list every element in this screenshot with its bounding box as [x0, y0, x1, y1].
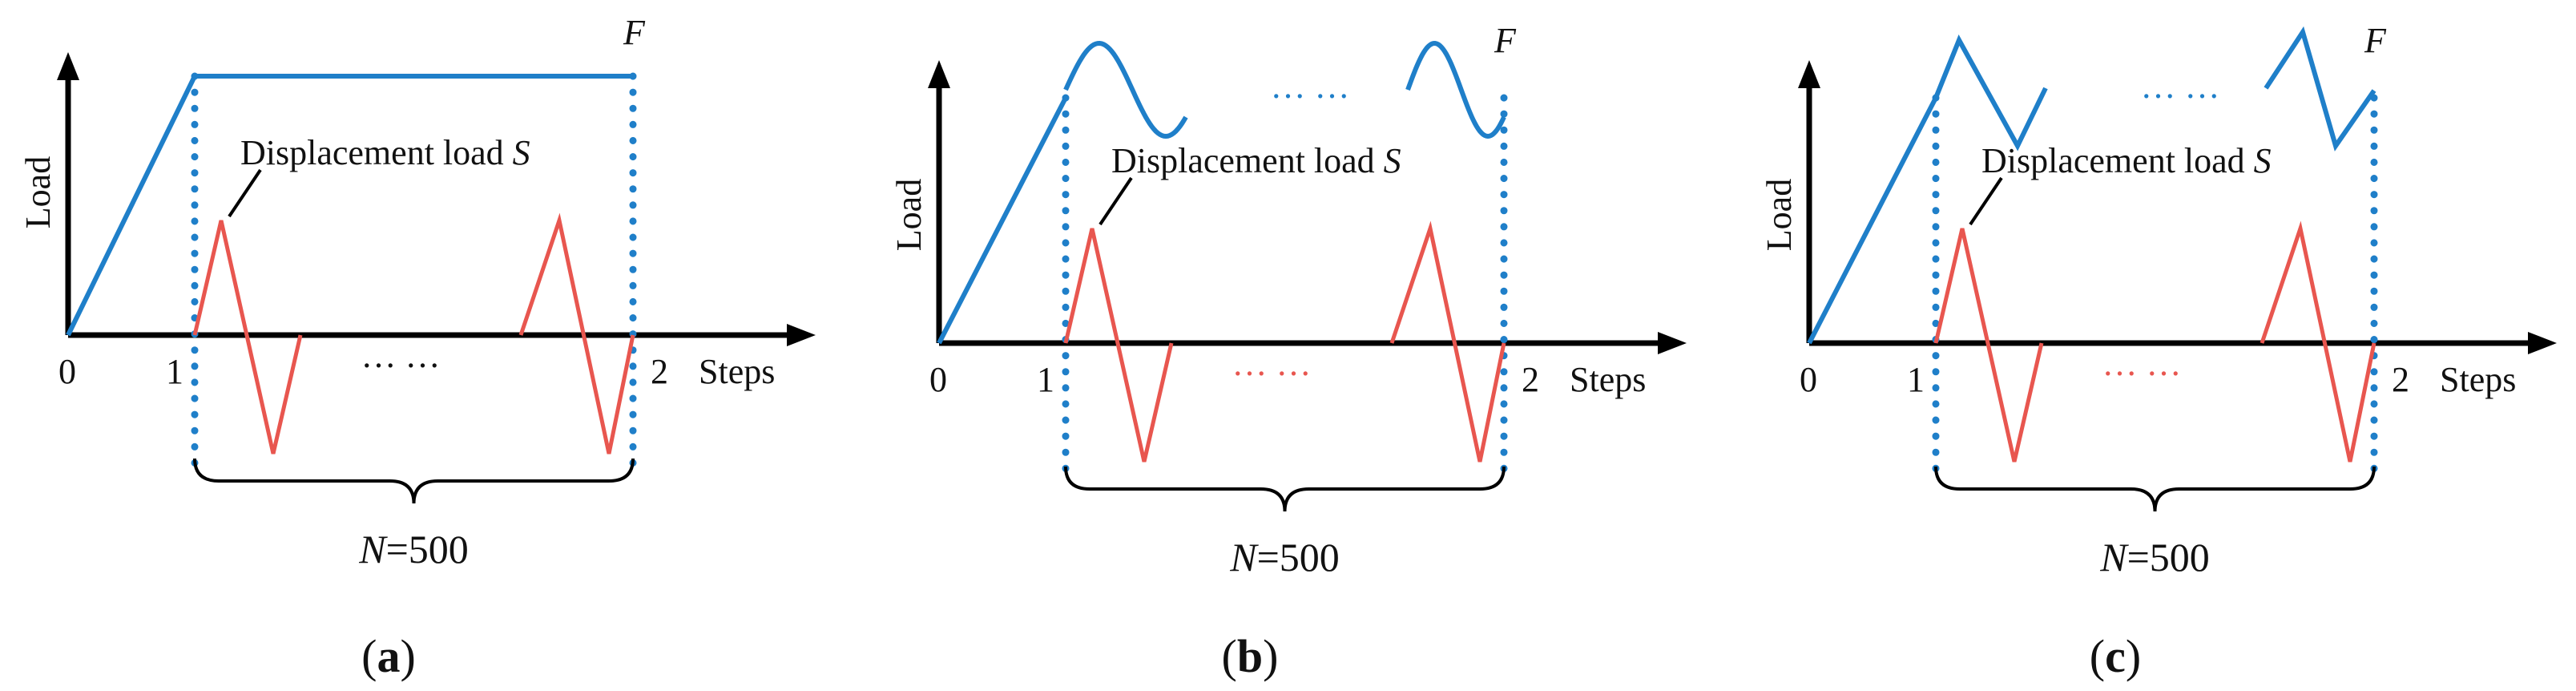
tick-label-0: 0	[929, 360, 947, 399]
tick-label-2: 2	[651, 352, 668, 391]
tick-label-1: 1	[166, 352, 183, 391]
displacement-label-text: Displacement load	[1111, 141, 1384, 180]
axes	[57, 52, 816, 346]
force-curve	[937, 41, 1506, 345]
caption-c: (c)	[2090, 630, 2141, 682]
displacement-leader-line	[228, 168, 262, 218]
force-curve	[1807, 26, 2376, 345]
displacement-label: Displacement load S	[1981, 141, 2272, 180]
cycle-brace	[1934, 466, 2376, 512]
y-axis-label: Load	[1760, 179, 1799, 251]
force-sine-start	[1063, 41, 1188, 139]
displacement-leader-line	[1099, 176, 1133, 226]
caption-paren-close: )	[2126, 630, 2141, 682]
caption-letter: b	[1237, 630, 1263, 682]
y-axis-label: Load	[18, 156, 58, 228]
cycle-count-value: =500	[386, 527, 469, 572]
caption-b: (b)	[1222, 630, 1279, 682]
cycle-brace	[193, 458, 635, 504]
force-sine-end	[1405, 41, 1506, 139]
cycle-count-symbol: N	[358, 527, 388, 572]
displacement-ellipsis: … …	[361, 336, 441, 375]
x-axis-label: Steps	[1570, 360, 1646, 399]
displacement-label: Displacement load S	[1111, 141, 1401, 180]
force-ramp	[66, 75, 197, 337]
cycle-count-symbol: N	[2099, 535, 2129, 580]
displacement-zigzag-end	[518, 212, 635, 455]
force-ramp	[937, 96, 1068, 345]
tick-label-2: 2	[2392, 360, 2409, 399]
caption-paren-open: (	[2090, 630, 2105, 682]
force-symbol: F	[623, 13, 646, 52]
cycle-count-value: =500	[2127, 535, 2210, 580]
x-axis-label: Steps	[699, 352, 775, 391]
caption-letter: a	[377, 630, 401, 682]
force-triangle-end	[2264, 26, 2376, 152]
displacement-zigzag-start	[1063, 228, 1174, 463]
x-axis-arrow	[1658, 332, 1687, 354]
x-axis-arrow	[787, 324, 816, 346]
displacement-symbol: S	[513, 133, 530, 172]
caption-paren-close: )	[401, 630, 416, 682]
tick-label-1: 1	[1037, 360, 1054, 399]
displacement-zigzag-end	[1389, 220, 1506, 463]
caption-paren-close: )	[1263, 630, 1278, 682]
displacement-ellipsis: … …	[2102, 344, 2182, 383]
x-axis-arrow	[2528, 332, 2557, 354]
displacement-zigzag-start	[192, 220, 303, 455]
displacement-curve	[192, 212, 635, 455]
axes	[1798, 60, 2557, 354]
tick-label-1: 1	[1907, 360, 1925, 399]
force-symbol: F	[2364, 21, 2387, 60]
displacement-label: Displacement load S	[240, 133, 530, 172]
caption-paren-open: (	[361, 630, 377, 682]
force-triangle-start	[1933, 34, 2048, 152]
caption-paren-open: (	[1222, 630, 1237, 682]
displacement-symbol: S	[1384, 141, 1401, 180]
cycle-count-value: =500	[1257, 535, 1340, 580]
cycle-count-label: N=500	[1229, 535, 1340, 580]
displacement-leader-line	[1969, 176, 2003, 226]
cycle-count-label: N=500	[2099, 535, 2210, 580]
displacement-symbol: S	[2254, 141, 2272, 180]
caption-letter: c	[2105, 630, 2126, 682]
force-ellipsis: … …	[2141, 67, 2220, 106]
y-axis-label: Load	[889, 179, 929, 251]
displacement-zigzag-end	[2260, 220, 2376, 463]
displacement-curve	[1933, 220, 2376, 463]
tick-label-0: 0	[1800, 360, 1817, 399]
displacement-label-text: Displacement load	[1981, 141, 2254, 180]
y-axis-arrow	[57, 52, 79, 80]
caption-a: (a)	[361, 630, 416, 682]
x-axis-label: Steps	[2440, 360, 2516, 399]
force-curve	[66, 74, 633, 337]
force-ramp	[1807, 96, 1938, 345]
tick-label-0: 0	[58, 352, 76, 391]
tick-label-2: 2	[1522, 360, 1539, 399]
cycle-count-label: N=500	[358, 527, 469, 572]
y-axis-arrow	[1798, 60, 1820, 88]
displacement-ellipsis: … …	[1232, 344, 1312, 383]
displacement-curve	[1063, 220, 1506, 463]
force-symbol: F	[1494, 21, 1517, 60]
y-axis-arrow	[928, 60, 950, 88]
displacement-label-text: Displacement load	[240, 133, 513, 172]
force-ellipsis: … …	[1271, 67, 1350, 106]
cycle-count-symbol: N	[1229, 535, 1259, 580]
axes	[928, 60, 1687, 354]
displacement-zigzag-start	[1933, 228, 2044, 463]
cycle-brace	[1064, 466, 1506, 512]
